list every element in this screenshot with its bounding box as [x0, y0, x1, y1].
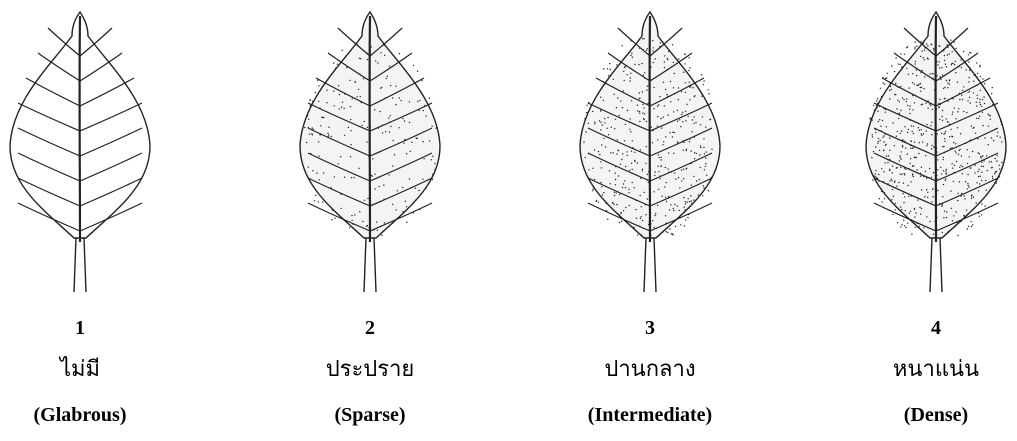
level-english-label: (Intermediate) — [550, 404, 750, 427]
level-number: 2 — [270, 317, 470, 340]
level-1-panel: 1 ไม่มี (Glabrous) — [0, 0, 180, 441]
leaf-glabrous-illustration — [0, 6, 160, 296]
level-4-panel: 4 หนาแน่น (Dense) — [836, 0, 1017, 441]
leaf-petiole — [644, 238, 656, 292]
leaf-petiole — [364, 238, 376, 292]
leaf-intermediate-illustration — [570, 6, 730, 296]
level-number: 1 — [0, 317, 180, 340]
leaf-petiole — [930, 238, 942, 292]
level-english-label: (Sparse) — [270, 404, 470, 427]
level-number: 4 — [836, 317, 1017, 340]
level-number: 3 — [550, 317, 750, 340]
leaf-petiole — [74, 238, 86, 292]
level-english-label: (Dense) — [836, 404, 1017, 427]
leaf-dense-illustration — [856, 6, 1016, 296]
level-thai-label: ประปราย — [270, 351, 470, 386]
level-thai-label: ปานกลาง — [550, 351, 750, 386]
level-3-panel: 3 ปานกลาง (Intermediate) — [550, 0, 750, 441]
level-thai-label: หนาแน่น — [836, 351, 1017, 386]
leaf-sparse-illustration — [290, 6, 450, 296]
level-thai-label: ไม่มี — [0, 351, 180, 386]
level-2-panel: 2 ประปราย (Sparse) — [270, 0, 470, 441]
level-english-label: (Glabrous) — [0, 404, 180, 427]
